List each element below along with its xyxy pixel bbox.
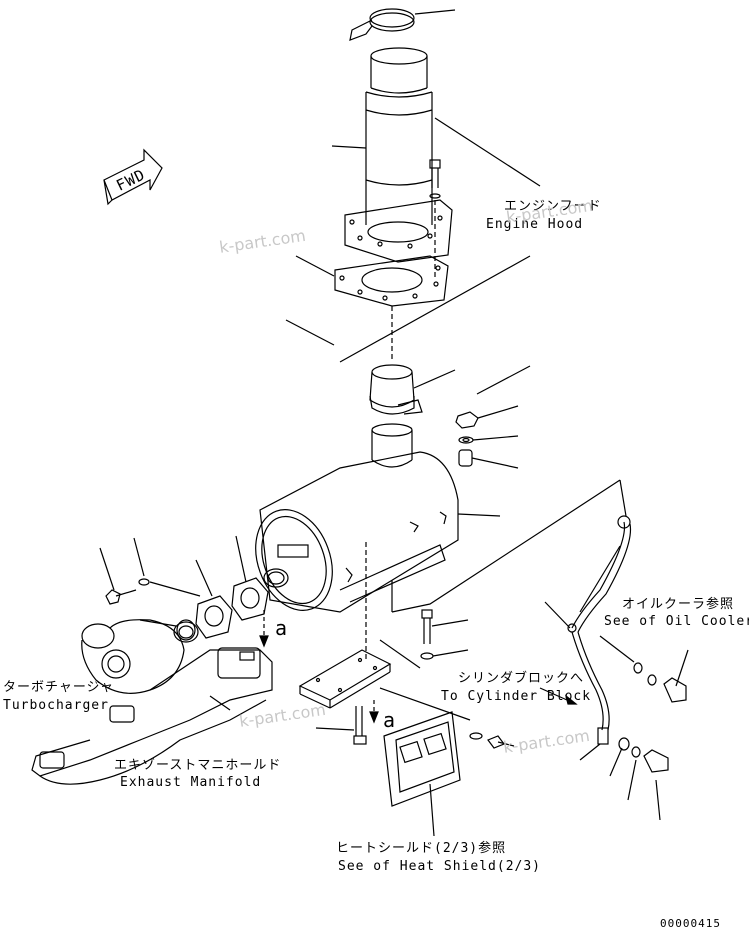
fwd-arrow-icon <box>103 148 163 206</box>
heat-shield-en-label: See of Heat Shield(2/3) <box>338 859 542 874</box>
exhaust-manifold-jp-label: エキゾーストマニホールド <box>114 758 282 773</box>
heat-shield-jp-label: ヒートシールド(2/3)参照 <box>336 841 507 856</box>
oil-cooler-en-label: See of Oil Cooler <box>604 614 749 629</box>
turbo-bolt <box>99 537 150 605</box>
gasket <box>285 255 531 363</box>
oil-pipe <box>544 515 632 761</box>
bracket-bolt <box>315 706 367 745</box>
drawing-number: 00000415 <box>660 917 721 930</box>
heat-shield <box>383 711 461 837</box>
nut-washer-collar <box>455 405 519 469</box>
reference-a-upper: a <box>275 616 288 640</box>
support-bracket <box>298 639 471 721</box>
flange-bolt <box>429 159 441 280</box>
reference-arrows <box>259 610 578 724</box>
muffler <box>255 423 627 660</box>
oil-cooler-jp-label: オイルクーラ参照 <box>622 597 735 612</box>
cylinder-block-jp-label: シリンダブロックへ <box>458 671 585 686</box>
heat-shield-bolt <box>469 732 515 749</box>
turbocharger-en-label: Turbocharger <box>3 698 109 713</box>
mounting-bolt <box>420 609 469 660</box>
engine-hood-jp-label: エンジンフード <box>504 199 602 214</box>
top-clamp <box>349 8 456 41</box>
exhaust-stack <box>331 47 541 225</box>
stack-flange <box>344 199 453 263</box>
cylinder-block-en-label: To Cylinder Block <box>441 689 592 704</box>
exhaust-manifold <box>31 647 273 785</box>
exhaust-manifold-en-label: Exhaust Manifold <box>120 775 262 790</box>
reference-a-lower: a <box>383 708 396 732</box>
engine-hood-en-label: Engine Hood <box>486 217 584 232</box>
turbocharger-jp-label: ターボチャージャ <box>3 680 114 695</box>
oil-cooler-fasteners <box>599 635 689 821</box>
adapter-hose <box>369 364 531 415</box>
